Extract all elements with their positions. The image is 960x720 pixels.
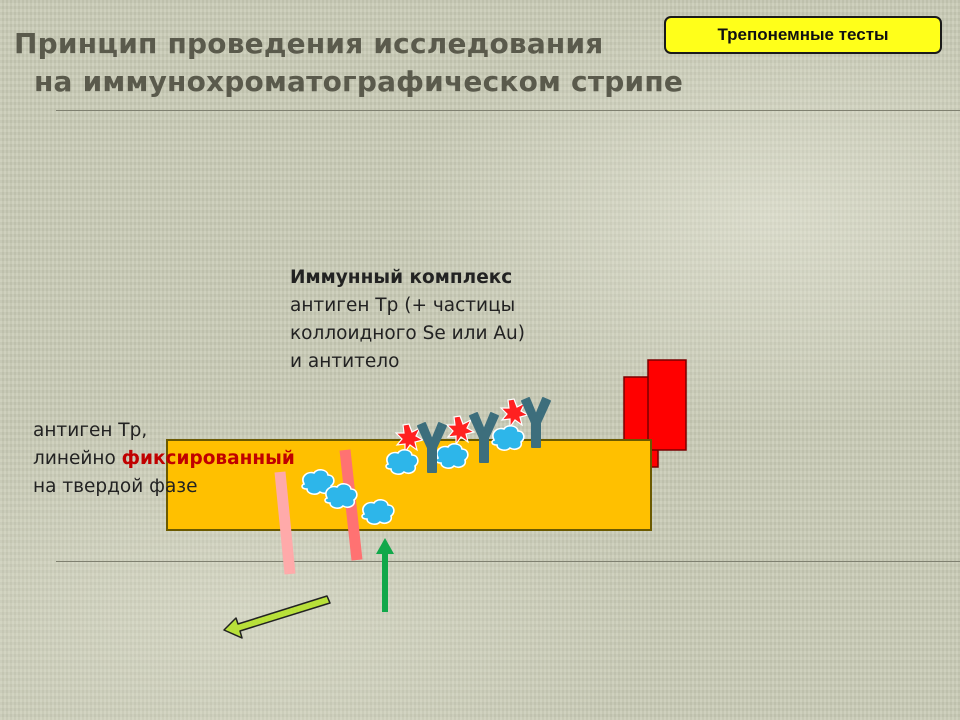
fixed-antigen-line-3: на твердой фазе [33,476,198,497]
bottom-divider [56,561,960,562]
absorbent-pad-front [647,359,687,451]
fixed-antigen-line-1: антиген Tp, [33,420,148,441]
immune-complex-line-3: коллоидного Se или Au) [290,323,525,344]
treponemal-tests-badge: Трепонемные тесты [664,16,942,54]
fixed-antigen-label: антиген Tp, линейно фиксированный на тве… [33,417,295,501]
fixed-antigen-highlight: фиксированный [121,448,295,469]
top-divider [56,110,960,111]
colloid-particle-icon [491,424,525,451]
migration-direction-arrow-icon [223,595,331,639]
immune-complex-label: Иммунный комплекс антиген Tp (+ частицы … [290,264,525,376]
control-line [274,471,296,575]
immune-complex-line-2: антиген Tp (+ частицы [290,295,516,316]
fixed-antigen-line-2: линейно фиксированный [33,445,295,473]
sample-flow-arrow-icon [376,538,394,612]
title-line-2: на иммунохроматографическом стрипе [34,65,684,98]
title-line-1: Принцип проведения исследования [14,27,604,60]
immune-complex-line-4: и антитело [290,351,400,372]
fixed-antigen-line-2-prefix: линейно [33,448,122,469]
immune-complex-heading: Иммунный комплекс [290,267,513,288]
